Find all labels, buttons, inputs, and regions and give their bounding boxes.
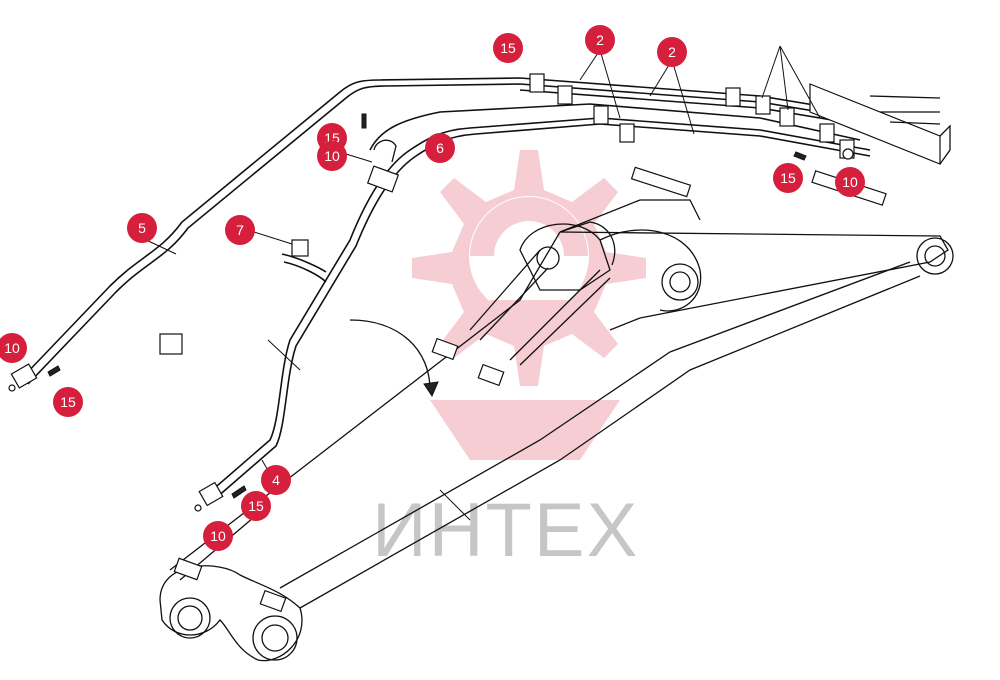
svg-text:10: 10 [324, 148, 340, 164]
callout-4: 4 [261, 465, 291, 495]
callout-7: 7 [225, 215, 255, 245]
svg-text:7: 7 [236, 222, 244, 238]
svg-text:10: 10 [210, 528, 226, 544]
callout-15-bottom: 15 [241, 491, 271, 521]
svg-text:15: 15 [60, 394, 76, 410]
callout-10-bottom: 10 [203, 521, 233, 551]
svg-text:2: 2 [596, 32, 604, 48]
pipe-6 [369, 103, 861, 151]
svg-text:4: 4 [272, 472, 280, 488]
boom-arm [159, 166, 954, 662]
callouts: 15 2 2 15 10 6 15 10 5 7 10 [0, 25, 865, 551]
watermark-text: ИНТЕХ [372, 488, 639, 573]
pipe-5 [21, 77, 881, 379]
svg-text:5: 5 [138, 220, 146, 236]
callout-15-left: 15 [53, 387, 83, 417]
svg-text:15: 15 [248, 498, 264, 514]
svg-text:10: 10 [4, 340, 20, 356]
svg-text:2: 2 [668, 44, 676, 60]
callout-5: 5 [127, 213, 157, 243]
svg-text:15: 15 [780, 170, 796, 186]
clamps [8, 73, 951, 512]
callout-15-right: 15 [773, 163, 803, 193]
callout-2-right: 2 [657, 37, 687, 67]
callout-10-left: 10 [0, 333, 27, 363]
callout-2-left: 2 [585, 25, 615, 55]
callout-15-top: 15 [493, 33, 523, 63]
gear-icon [412, 150, 646, 460]
callout-10-mid: 10 [317, 141, 347, 171]
callout-6: 6 [425, 133, 455, 163]
svg-text:6: 6 [436, 140, 444, 156]
svg-text:15: 15 [500, 40, 516, 56]
callout-10-right: 10 [835, 167, 865, 197]
pipe-4 [209, 117, 871, 493]
svg-text:10: 10 [842, 174, 858, 190]
